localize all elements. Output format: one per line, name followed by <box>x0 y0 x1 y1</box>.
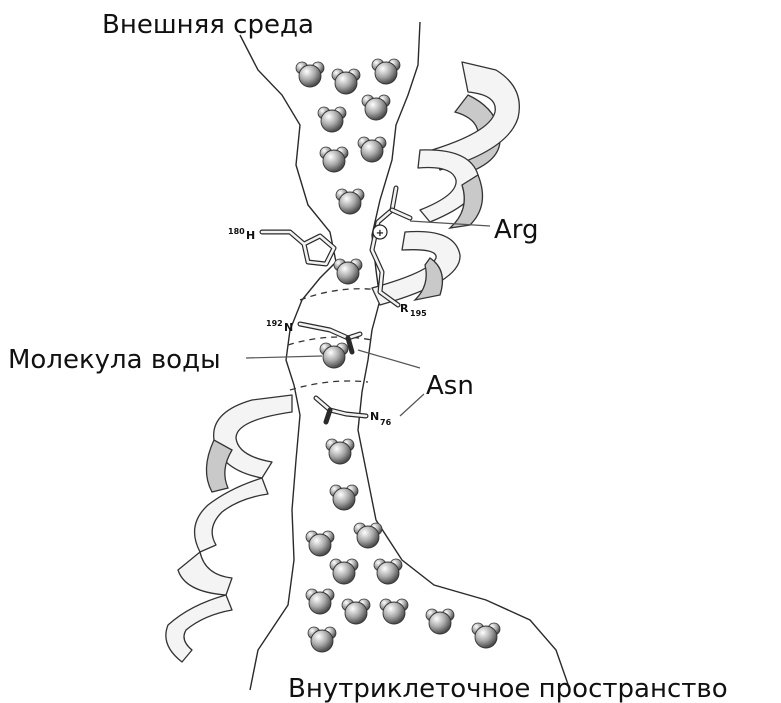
water-molecule-icon <box>426 609 454 634</box>
svg-text:H: H <box>246 229 255 242</box>
water-molecule-icon <box>308 627 336 652</box>
water-molecule-icon <box>372 59 400 84</box>
water-molecule-icon <box>332 69 360 94</box>
asn-76-sidechain <box>316 398 366 422</box>
water-molecule-icon <box>296 62 324 87</box>
water-molecule-icon <box>342 599 370 624</box>
svg-text:192: 192 <box>266 319 283 328</box>
water-molecule-icon <box>380 599 408 624</box>
residue-label-asn76: N 76 <box>370 410 392 427</box>
water-molecule-icon <box>362 95 390 120</box>
pore-outline <box>240 22 570 690</box>
arg-label: Arg <box>494 215 539 245</box>
residue-label-his180: 180 H <box>228 227 255 242</box>
water-molecule-icon <box>320 343 348 368</box>
alpha-helix-right <box>372 62 519 305</box>
water-molecule-icon <box>306 589 334 614</box>
water-molecule-icon <box>326 439 354 464</box>
asn-label: Asn <box>426 371 474 401</box>
water-molecule-label: Молекула воды <box>8 345 221 375</box>
water-molecule-icon <box>334 259 362 284</box>
svg-text:180: 180 <box>228 227 245 236</box>
water-molecule-icon <box>472 623 500 648</box>
alpha-helix-left <box>166 395 292 662</box>
residue-label-asn192: 192 N <box>266 319 293 334</box>
svg-text:N: N <box>370 410 379 423</box>
svg-text:+: + <box>376 228 384 239</box>
svg-text:195: 195 <box>410 309 427 318</box>
water-molecule-icon <box>318 107 346 132</box>
his-180-sidechain <box>262 232 334 264</box>
water-molecule-icon <box>358 137 386 162</box>
svg-text:N: N <box>284 321 293 334</box>
svg-text:R: R <box>400 302 409 315</box>
water-molecule-icon <box>330 559 358 584</box>
water-molecule-icon <box>306 531 334 556</box>
water-molecule-icon <box>354 523 382 548</box>
water-molecule-icon <box>374 559 402 584</box>
inside-label: Внутриклеточное пространство <box>288 674 728 703</box>
water-molecule-icon <box>320 147 348 172</box>
svg-text:76: 76 <box>380 418 392 427</box>
residue-label-arg195: R 195 <box>400 302 427 318</box>
outside-label: Внешняя среда <box>102 10 314 40</box>
positive-charge-icon: + <box>373 225 387 239</box>
water-molecule-icon <box>330 485 358 510</box>
water-molecule-icon <box>336 189 364 214</box>
